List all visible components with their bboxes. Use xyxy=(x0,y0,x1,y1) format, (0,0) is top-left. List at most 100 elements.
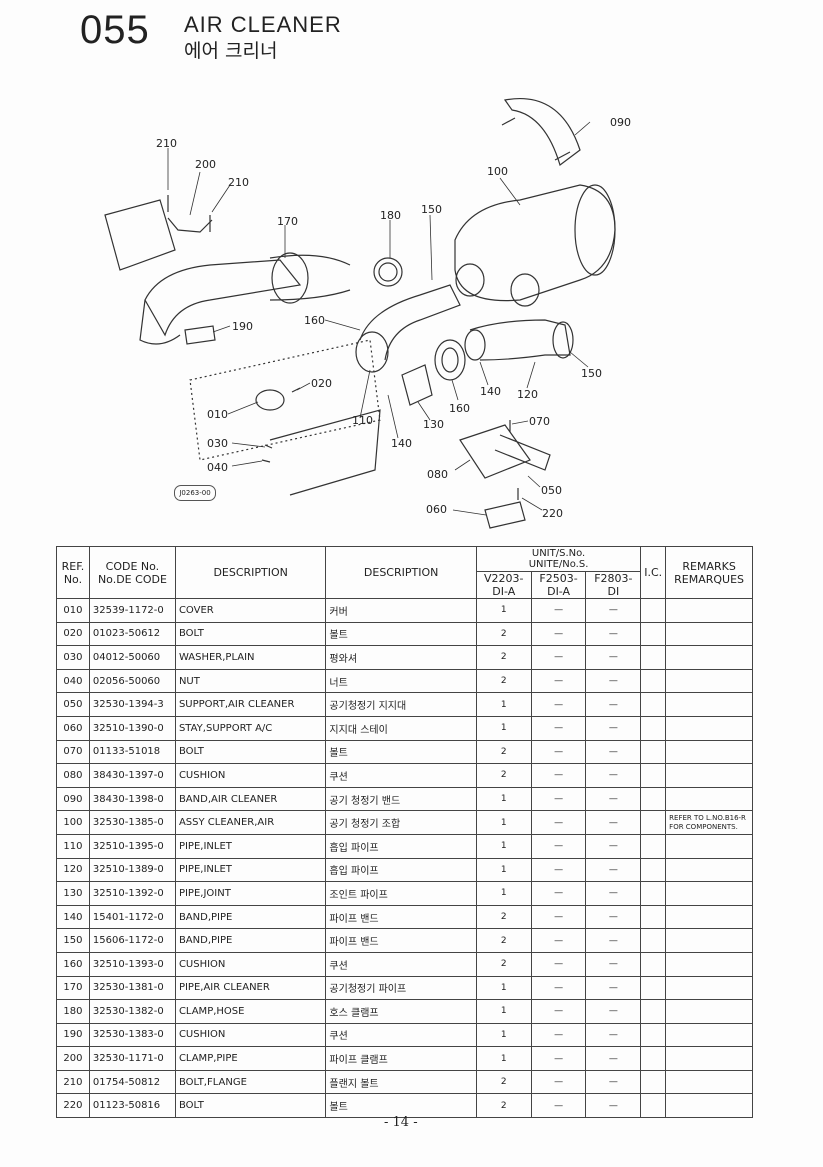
qty-f2503-cell: — xyxy=(530,739,587,765)
remarks-cell xyxy=(665,975,753,1001)
drawing-number-stamp: J0263-00 xyxy=(174,485,216,501)
qty-f2503-cell: — xyxy=(530,857,587,883)
page-title-korean: 에어 크리너 xyxy=(184,40,278,62)
qty-f2803-cell: — xyxy=(585,881,642,906)
korean-description-cell: 파이프 밴드 xyxy=(325,904,477,930)
callout-label: 160 xyxy=(449,402,470,415)
exploded-parts-diagram: 210 200 210 170 180 150 100 090 190 160 … xyxy=(104,98,631,529)
section-number: 055 xyxy=(80,8,150,52)
korean-description-cell: 공기청정기 지지대 xyxy=(325,692,477,717)
qty-f2503-cell: — xyxy=(530,975,587,1001)
callout-label: 150 xyxy=(421,203,442,216)
callout-label: 160 xyxy=(304,314,325,327)
ref-cell: 190 xyxy=(56,1022,90,1048)
qty-f2803-cell: — xyxy=(585,715,642,741)
remarks-cell xyxy=(665,621,753,647)
ic-cell xyxy=(640,1069,667,1095)
qty-f2803-cell: — xyxy=(585,810,642,835)
description-cell: PIPE,INLET xyxy=(174,857,327,883)
description-cell: BAND,PIPE xyxy=(174,904,327,930)
callout-label: 220 xyxy=(542,507,563,520)
callout-label: 190 xyxy=(232,320,253,333)
qty-f2503-cell: — xyxy=(530,833,587,859)
description-cell: CLAMP,HOSE xyxy=(174,999,327,1024)
description-cell: PIPE,JOINT xyxy=(174,881,327,906)
korean-description-cell: 파이프 클램프 xyxy=(325,1046,477,1071)
remarks-cell xyxy=(665,692,753,717)
qty-f2503-cell: — xyxy=(530,1046,587,1071)
remarks-cell xyxy=(665,668,753,694)
qty-f2803-cell: — xyxy=(585,645,642,670)
qty-f2803-cell: — xyxy=(585,692,642,717)
callout-label: 150 xyxy=(581,367,602,380)
remarks-cell xyxy=(665,598,753,623)
qty-f2803-cell: — xyxy=(585,668,642,694)
remarks-cell xyxy=(665,786,753,812)
ref-cell: 030 xyxy=(56,645,90,670)
code-cell: 32530-1382-0 xyxy=(88,999,176,1024)
qty-f2803-cell: — xyxy=(585,1069,642,1095)
remarks-cell xyxy=(665,881,753,906)
description-cell: BOLT xyxy=(174,739,327,765)
qty-v2203-cell: 1 xyxy=(475,715,532,741)
qty-f2503-cell: — xyxy=(530,904,587,930)
qty-f2503-cell: — xyxy=(530,999,587,1024)
callout-label: 100 xyxy=(487,165,508,178)
ic-cell xyxy=(640,692,667,717)
description-cell: BAND,PIPE xyxy=(174,928,327,953)
remarks-cell xyxy=(665,763,753,788)
qty-f2803-cell: — xyxy=(585,598,642,623)
ic-cell xyxy=(640,975,667,1001)
ic-cell xyxy=(640,999,667,1024)
qty-v2203-cell: 1 xyxy=(475,1046,532,1071)
qty-f2803-cell: — xyxy=(585,951,642,977)
qty-v2203-cell: 1 xyxy=(475,999,532,1024)
callout-label: 140 xyxy=(391,437,412,450)
ic-cell xyxy=(640,833,667,859)
header-unit-col-2: F2503-DI-A xyxy=(530,571,587,599)
description-cell: PIPE,INLET xyxy=(174,833,327,859)
callout-label: 110 xyxy=(352,414,373,427)
qty-f2503-cell: — xyxy=(530,1022,587,1048)
remarks-cell: REFER TO L.NO.B16-R FOR COMPONENTS. xyxy=(665,810,753,835)
ic-cell xyxy=(640,715,667,741)
ic-cell xyxy=(640,1093,667,1119)
ic-cell xyxy=(640,1046,667,1071)
description-cell: NUT xyxy=(174,668,327,694)
header-unit-col-3: F2803-DI xyxy=(585,571,642,599)
qty-f2803-cell: — xyxy=(585,975,642,1001)
code-cell: 32530-1383-0 xyxy=(88,1022,176,1048)
korean-description-cell: 쿠션 xyxy=(325,951,477,977)
callout-label: 180 xyxy=(380,209,401,222)
table-header-row: REF. No. CODE No. No.DE CODE DESCRIPTION… xyxy=(56,546,753,599)
ref-cell: 130 xyxy=(56,881,90,906)
description-cell: PIPE,AIR CLEANER xyxy=(174,975,327,1001)
qty-v2203-cell: 1 xyxy=(475,975,532,1001)
header-ref: REF. No. xyxy=(56,546,90,599)
remarks-cell xyxy=(665,1069,753,1095)
korean-description-cell: 너트 xyxy=(325,668,477,694)
korean-description-cell: 볼트 xyxy=(325,739,477,765)
remarks-cell xyxy=(665,645,753,670)
code-cell: 32530-1385-0 xyxy=(88,810,176,835)
ref-cell: 210 xyxy=(56,1069,90,1095)
callout-label: 120 xyxy=(517,388,538,401)
code-cell: 01133-51018 xyxy=(88,739,176,765)
callout-label: 080 xyxy=(427,468,448,481)
qty-v2203-cell: 2 xyxy=(475,645,532,670)
ref-cell: 020 xyxy=(56,621,90,647)
callout-label: 200 xyxy=(195,158,216,171)
qty-f2503-cell: — xyxy=(530,598,587,623)
ic-cell xyxy=(640,763,667,788)
